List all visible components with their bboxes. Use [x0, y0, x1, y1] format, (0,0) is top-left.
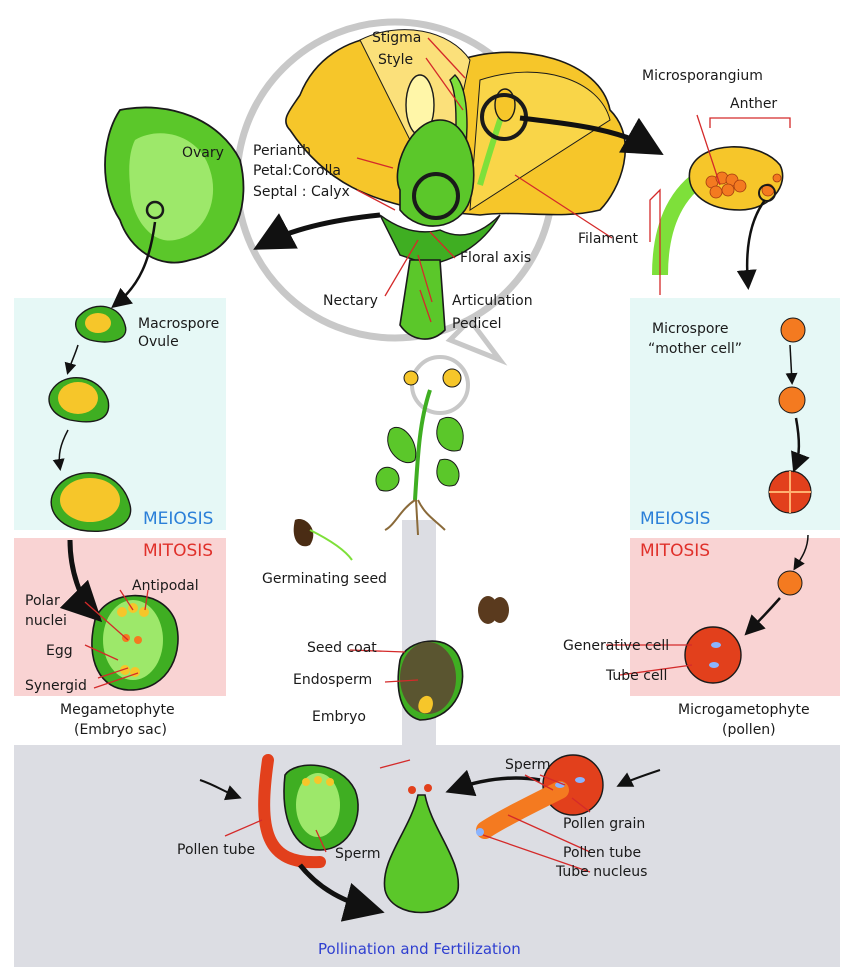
caption-pollination: Pollination and Fertilization: [318, 940, 521, 958]
label-floral-axis: Floral axis: [460, 250, 531, 266]
label-endosperm: Endosperm: [293, 672, 372, 688]
label-filament: Filament: [578, 231, 639, 247]
macrospore-ovule: [74, 305, 127, 343]
label-pollen-grain: Pollen grain: [563, 816, 645, 832]
label-generative-cell: Generative cell: [563, 638, 669, 654]
label-tube-cell: Tube cell: [605, 668, 667, 684]
label-septal: Septal : Calyx: [253, 184, 350, 200]
label-mitosis-right: MITOSIS: [640, 541, 710, 561]
label-perianth: Perianth: [253, 143, 311, 159]
label-sperm-left: Sperm: [335, 846, 381, 862]
seeds: [293, 519, 509, 721]
anther-enlarged: [652, 146, 784, 276]
label-synergid: Synergid: [25, 678, 87, 694]
label-style: Style: [378, 52, 413, 68]
label-megagametophyte: Megametophyte: [60, 702, 175, 718]
label-pollen-tube-right: Pollen tube: [563, 845, 641, 861]
label-embryo-sac: (Embryo sac): [74, 722, 167, 738]
label-sperm-right: Sperm: [505, 757, 551, 773]
label-pedicel: Pedicel: [452, 316, 502, 332]
label-pollen: (pollen): [722, 722, 776, 738]
microspore-mother-cell: [684, 317, 812, 684]
label-antipodal: Antipodal: [132, 578, 199, 594]
label-anther: Anther: [730, 96, 777, 112]
label-tube-nucleus: Tube nucleus: [555, 864, 647, 880]
label-mitosis-left: MITOSIS: [143, 541, 213, 561]
label-macrospore: Macrospore: [138, 316, 219, 332]
label-embryo: Embryo: [312, 709, 366, 725]
label-mother-cell: “mother cell”: [648, 341, 742, 357]
label-microsporangium: Microsporangium: [642, 68, 763, 84]
fertilization-parts: [258, 754, 604, 914]
label-seed-coat: Seed coat: [307, 640, 377, 656]
label-microgametophyte: Microgametophyte: [678, 702, 810, 718]
label-petal: Petal:Corolla: [253, 163, 341, 179]
label-meiosis-right: MEIOSIS: [640, 509, 710, 529]
label-pollen-tube-left: Pollen tube: [177, 842, 255, 858]
whole-plant: [375, 368, 464, 536]
label-ovule: Ovule: [138, 334, 179, 350]
label-articulation: Articulation: [452, 293, 533, 309]
flower-cross-section: [285, 29, 626, 340]
label-microspore: Microspore: [652, 321, 729, 337]
label-nuclei: nuclei: [25, 613, 67, 629]
leader-lines: [84, 37, 791, 873]
label-polar: Polar: [25, 593, 60, 609]
ovule-stage-3: [50, 472, 132, 532]
label-egg: Egg: [46, 643, 73, 659]
label-germinating-seed: Germinating seed: [262, 571, 387, 587]
arrows: [52, 115, 810, 922]
labels: Stigma Style Ovary Perianth Petal:Coroll…: [25, 30, 810, 958]
label-nectary: Nectary: [323, 293, 378, 309]
label-meiosis-left: MEIOSIS: [143, 509, 213, 529]
ovule-stage-2: [48, 376, 110, 423]
label-stigma: Stigma: [372, 30, 421, 46]
label-ovary: Ovary: [182, 145, 224, 161]
ovary-enlarged: [104, 106, 245, 264]
